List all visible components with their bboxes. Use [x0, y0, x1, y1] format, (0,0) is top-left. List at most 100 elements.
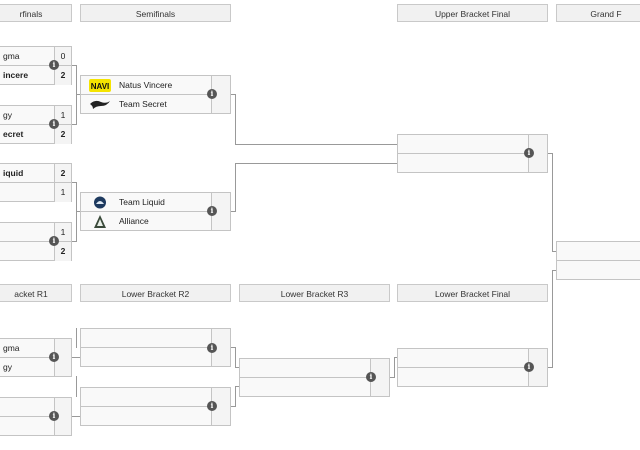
connector-line	[76, 65, 77, 125]
connector-line	[235, 367, 239, 368]
navi-logo-icon: NAVI	[89, 79, 111, 92]
team-name: incere	[3, 70, 29, 80]
connector-line	[72, 124, 76, 125]
connector-line	[235, 386, 239, 387]
info-icon[interactable]: i	[49, 411, 59, 421]
connector-line	[552, 153, 553, 251]
info-icon[interactable]: i	[207, 343, 217, 353]
score: 2	[54, 125, 71, 144]
team-row	[240, 378, 389, 397]
team-row: 2	[0, 242, 71, 261]
team-row	[557, 242, 640, 261]
info-icon[interactable]: i	[524, 148, 534, 158]
connector-line	[552, 270, 553, 368]
team-row: gma	[0, 339, 71, 358]
score: 2	[54, 66, 71, 85]
team-secret-logo-icon	[89, 98, 111, 111]
connector-line	[390, 377, 394, 378]
connector-line	[231, 211, 235, 212]
connector-line	[235, 347, 236, 368]
team-row	[81, 388, 230, 407]
team-name: gma	[3, 51, 20, 61]
match-qf4[interactable]: 1 2	[0, 222, 72, 261]
team-liquid-logo-icon	[89, 196, 111, 209]
match-ub-final[interactable]	[397, 134, 548, 173]
info-icon[interactable]: i	[49, 236, 59, 246]
team-row	[557, 261, 640, 280]
connector-line	[72, 65, 76, 66]
match-lb-r3[interactable]	[239, 358, 390, 397]
connector-line	[548, 367, 552, 368]
team-row: Alliance	[81, 212, 230, 231]
team-name: Team Liquid	[119, 197, 165, 207]
connector-line	[72, 241, 76, 242]
team-name: Natus Vincere	[119, 80, 173, 90]
team-row: 1	[0, 183, 71, 202]
team-row: 1	[0, 223, 71, 242]
score: 1	[54, 106, 71, 124]
info-icon[interactable]: i	[366, 372, 376, 382]
team-row	[398, 368, 547, 387]
team-row: Team Liquid	[81, 193, 230, 212]
team-name: Alliance	[119, 216, 149, 226]
connector-line	[552, 270, 556, 271]
header-grand-final: Grand F	[556, 4, 640, 22]
team-row: gma 0	[0, 47, 71, 66]
connector-line	[76, 376, 77, 397]
svg-text:NAVI: NAVI	[91, 82, 110, 91]
team-row	[81, 329, 230, 348]
connector-line	[552, 251, 556, 252]
team-row	[81, 407, 230, 426]
connector-line	[394, 357, 397, 358]
connector-line	[76, 94, 80, 95]
info-icon[interactable]: i	[49, 119, 59, 129]
match-qf1[interactable]: gma 0 incere 2	[0, 46, 72, 85]
info-icon[interactable]: i	[207, 401, 217, 411]
header-lb-r2: Lower Bracket R2	[80, 284, 231, 302]
connector-line	[231, 406, 235, 407]
team-row: Team Secret	[81, 95, 230, 114]
connector-line	[235, 163, 236, 212]
info-icon[interactable]: i	[49, 352, 59, 362]
team-name: iquid	[3, 168, 24, 178]
connector-line	[394, 357, 395, 378]
team-name	[0, 227, 3, 237]
connector-line	[72, 416, 80, 417]
connector-line	[231, 94, 235, 95]
team-row	[240, 359, 389, 378]
connector-line	[72, 357, 80, 358]
info-icon[interactable]: i	[49, 60, 59, 70]
match-lb-r2b[interactable]	[80, 387, 231, 426]
info-icon[interactable]: i	[207, 89, 217, 99]
alliance-logo-icon	[89, 215, 111, 228]
match-lb-r1b[interactable]	[0, 397, 72, 436]
header-lb-r1: acket R1	[0, 284, 72, 302]
team-name	[0, 187, 3, 197]
connector-line	[231, 347, 235, 348]
connector-line	[72, 182, 76, 183]
team-row: gy	[0, 358, 71, 377]
info-icon[interactable]: i	[207, 206, 217, 216]
score: 0	[54, 47, 71, 65]
team-row	[398, 349, 547, 368]
team-row	[398, 135, 547, 154]
team-name	[0, 246, 3, 256]
connector-line	[235, 386, 236, 407]
match-lb-final[interactable]	[397, 348, 548, 387]
score: 1	[54, 183, 71, 202]
match-sf2[interactable]: Team Liquid Alliance	[80, 192, 231, 231]
match-grand-final[interactable]	[556, 241, 640, 280]
match-lb-r2a[interactable]	[80, 328, 231, 367]
header-ub-final: Upper Bracket Final	[397, 4, 548, 22]
team-row	[398, 154, 547, 173]
connector-line	[76, 328, 77, 348]
info-icon[interactable]: i	[524, 362, 534, 372]
score: 2	[54, 242, 71, 261]
match-lb-r1a[interactable]: gma gy	[0, 338, 72, 377]
connector-line	[548, 153, 552, 154]
header-semifinals: Semifinals	[80, 4, 231, 22]
team-name: gy	[3, 110, 12, 120]
